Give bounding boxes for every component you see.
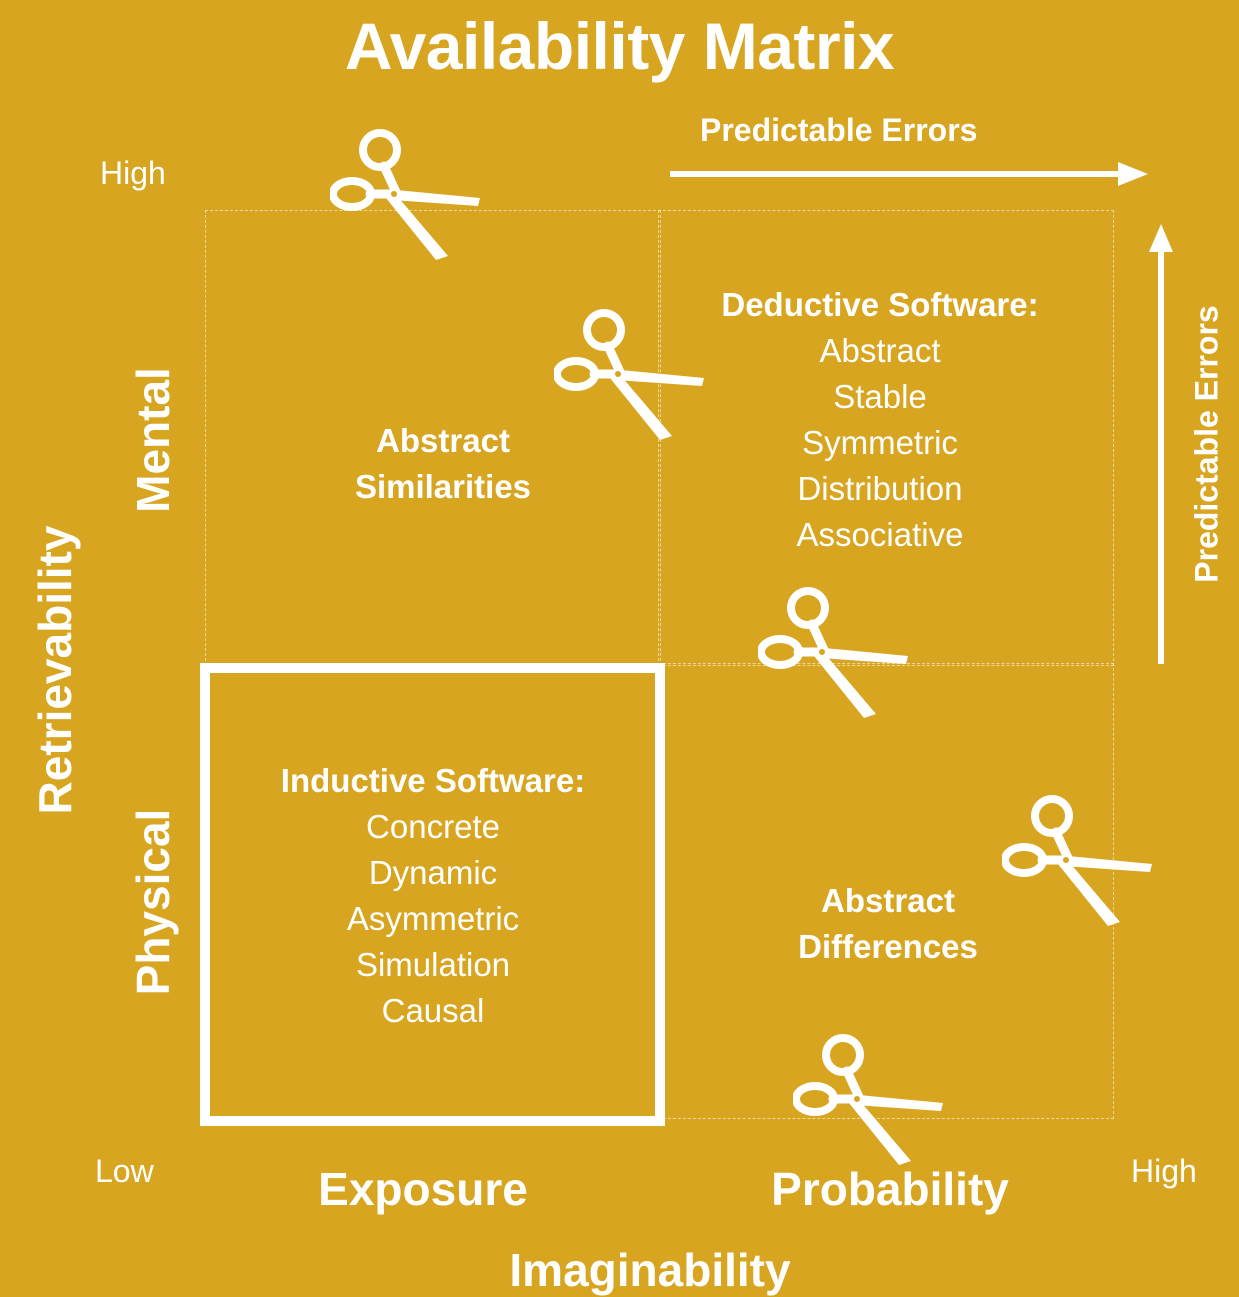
inductive-item: Causal	[381, 992, 485, 1029]
inductive-heading: Inductive Software:	[280, 762, 586, 799]
bottom-right-text: Abstract Differences	[688, 878, 1088, 970]
x-axis-title: Imaginability	[509, 1244, 791, 1296]
top-arrow-label: Predictable Errors	[700, 112, 978, 148]
x-axis-right-label: Probability	[771, 1163, 1009, 1215]
scissors-icon	[554, 308, 704, 448]
right-arrow-icon	[670, 162, 1148, 186]
up-arrow-icon	[1149, 224, 1173, 664]
y-axis-high-label: High	[100, 155, 166, 191]
inductive-item: Asymmetric	[346, 900, 520, 937]
deductive-item: Abstract	[819, 332, 941, 369]
top-left-text: Abstract Similarities	[243, 418, 643, 510]
x-axis-left-label: Exposure	[318, 1163, 528, 1215]
scissors-icon	[793, 1033, 943, 1173]
deductive-item: Distribution	[797, 470, 963, 507]
page-title: Availability Matrix	[344, 9, 895, 83]
y-axis-upper-label: Mental	[127, 367, 179, 513]
deductive-item: Symmetric	[802, 424, 958, 461]
deductive-item: Associative	[796, 516, 964, 553]
bottom-right-line-1: Abstract	[821, 882, 955, 919]
y-axis-title: Retrievability	[29, 525, 81, 815]
top-left-line-2: Similarities	[354, 468, 532, 505]
y-axis-lower-label: Physical	[127, 808, 179, 996]
scissors-icon	[758, 586, 908, 726]
deductive-heading: Deductive Software:	[721, 286, 1039, 323]
scissors-icon	[330, 128, 480, 268]
deductive-item: Stable	[833, 378, 927, 415]
bottom-left-text: Inductive Software: Concrete Dynamic Asy…	[233, 758, 633, 1034]
top-left-line-1: Abstract	[376, 422, 510, 459]
inductive-item: Simulation	[355, 946, 511, 983]
inductive-item: Dynamic	[368, 854, 498, 891]
inductive-item: Concrete	[366, 808, 500, 845]
bottom-right-line-2: Differences	[798, 928, 978, 965]
x-axis-high-label: High	[1131, 1153, 1197, 1189]
top-right-text: Deductive Software: Abstract Stable Symm…	[680, 282, 1080, 558]
right-arrow-label: Predictable Errors	[1188, 305, 1225, 583]
quadrant-bottom-left	[200, 663, 665, 1126]
x-axis-low-label: Low	[95, 1153, 154, 1189]
scissors-icon	[1002, 794, 1152, 934]
